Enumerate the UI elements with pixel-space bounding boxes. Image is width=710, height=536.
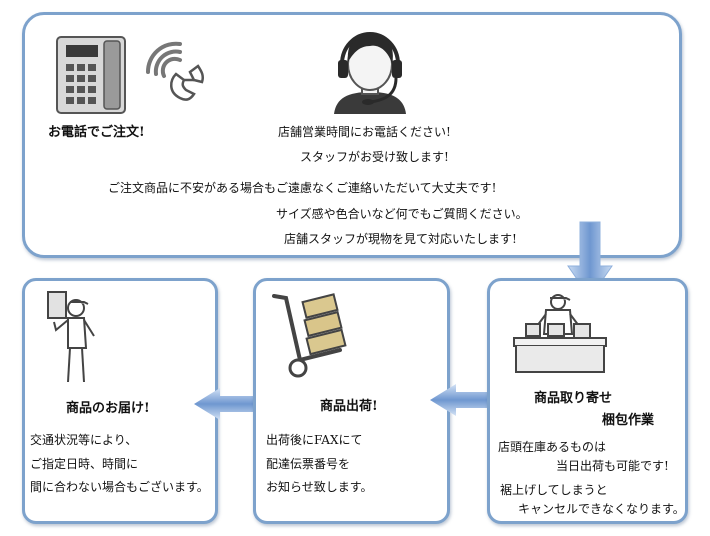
order-line-2: 当日出荷も可能です! <box>556 459 669 473</box>
body-line-2: サイズ感や色合いなど何でもご質問ください。 <box>276 207 528 221</box>
shipping-line-1: 出荷後にFAXにて <box>266 433 363 447</box>
delivery-line-1: 交通状況等により、 <box>30 433 138 447</box>
order-packing-step-card <box>487 278 688 524</box>
delivery-person-icon <box>40 286 100 384</box>
shipping-title: 商品出荷! <box>320 399 378 414</box>
delivery-line-3: 間に合わない場合もございます。 <box>30 480 209 494</box>
staff-line-1: 店舗営業時間にお電話ください! <box>278 125 451 139</box>
shipping-line-2: 配達伝票番号を <box>266 457 351 471</box>
delivery-title: 商品のお届け! <box>66 401 150 416</box>
staff-line-2: スタッフがお受け致します! <box>300 150 449 164</box>
body-line-1: ご注文商品に不安がある場合もご遠慮なくご連絡いただいて大丈夫です! <box>108 181 497 195</box>
order-line-3: 裾上げしてしまうと <box>500 483 608 497</box>
packing-worker-icon <box>512 288 608 374</box>
shipping-line-3: お知らせ致します。 <box>266 480 373 494</box>
order-title-line-2: 梱包作業 <box>602 413 655 428</box>
body-line-3: 店舗スタッフが現物を見て対応いたします! <box>284 232 517 246</box>
order-line-1: 店頭在庫あるものは <box>498 440 607 454</box>
desk-phone-icon <box>56 36 126 114</box>
shipping-step-card <box>253 278 450 524</box>
delivery-line-2: ご指定日時、時間に <box>30 457 139 471</box>
order-line-4: キャンセルできなくなります。 <box>518 502 685 516</box>
hand-truck-boxes-icon <box>270 290 356 380</box>
phone-order-label: お電話でご注文! <box>48 125 145 140</box>
order-title-line-1: 商品取り寄せ <box>534 391 613 406</box>
headset-operator-icon <box>330 24 410 116</box>
handset-signal-icon <box>140 38 212 104</box>
